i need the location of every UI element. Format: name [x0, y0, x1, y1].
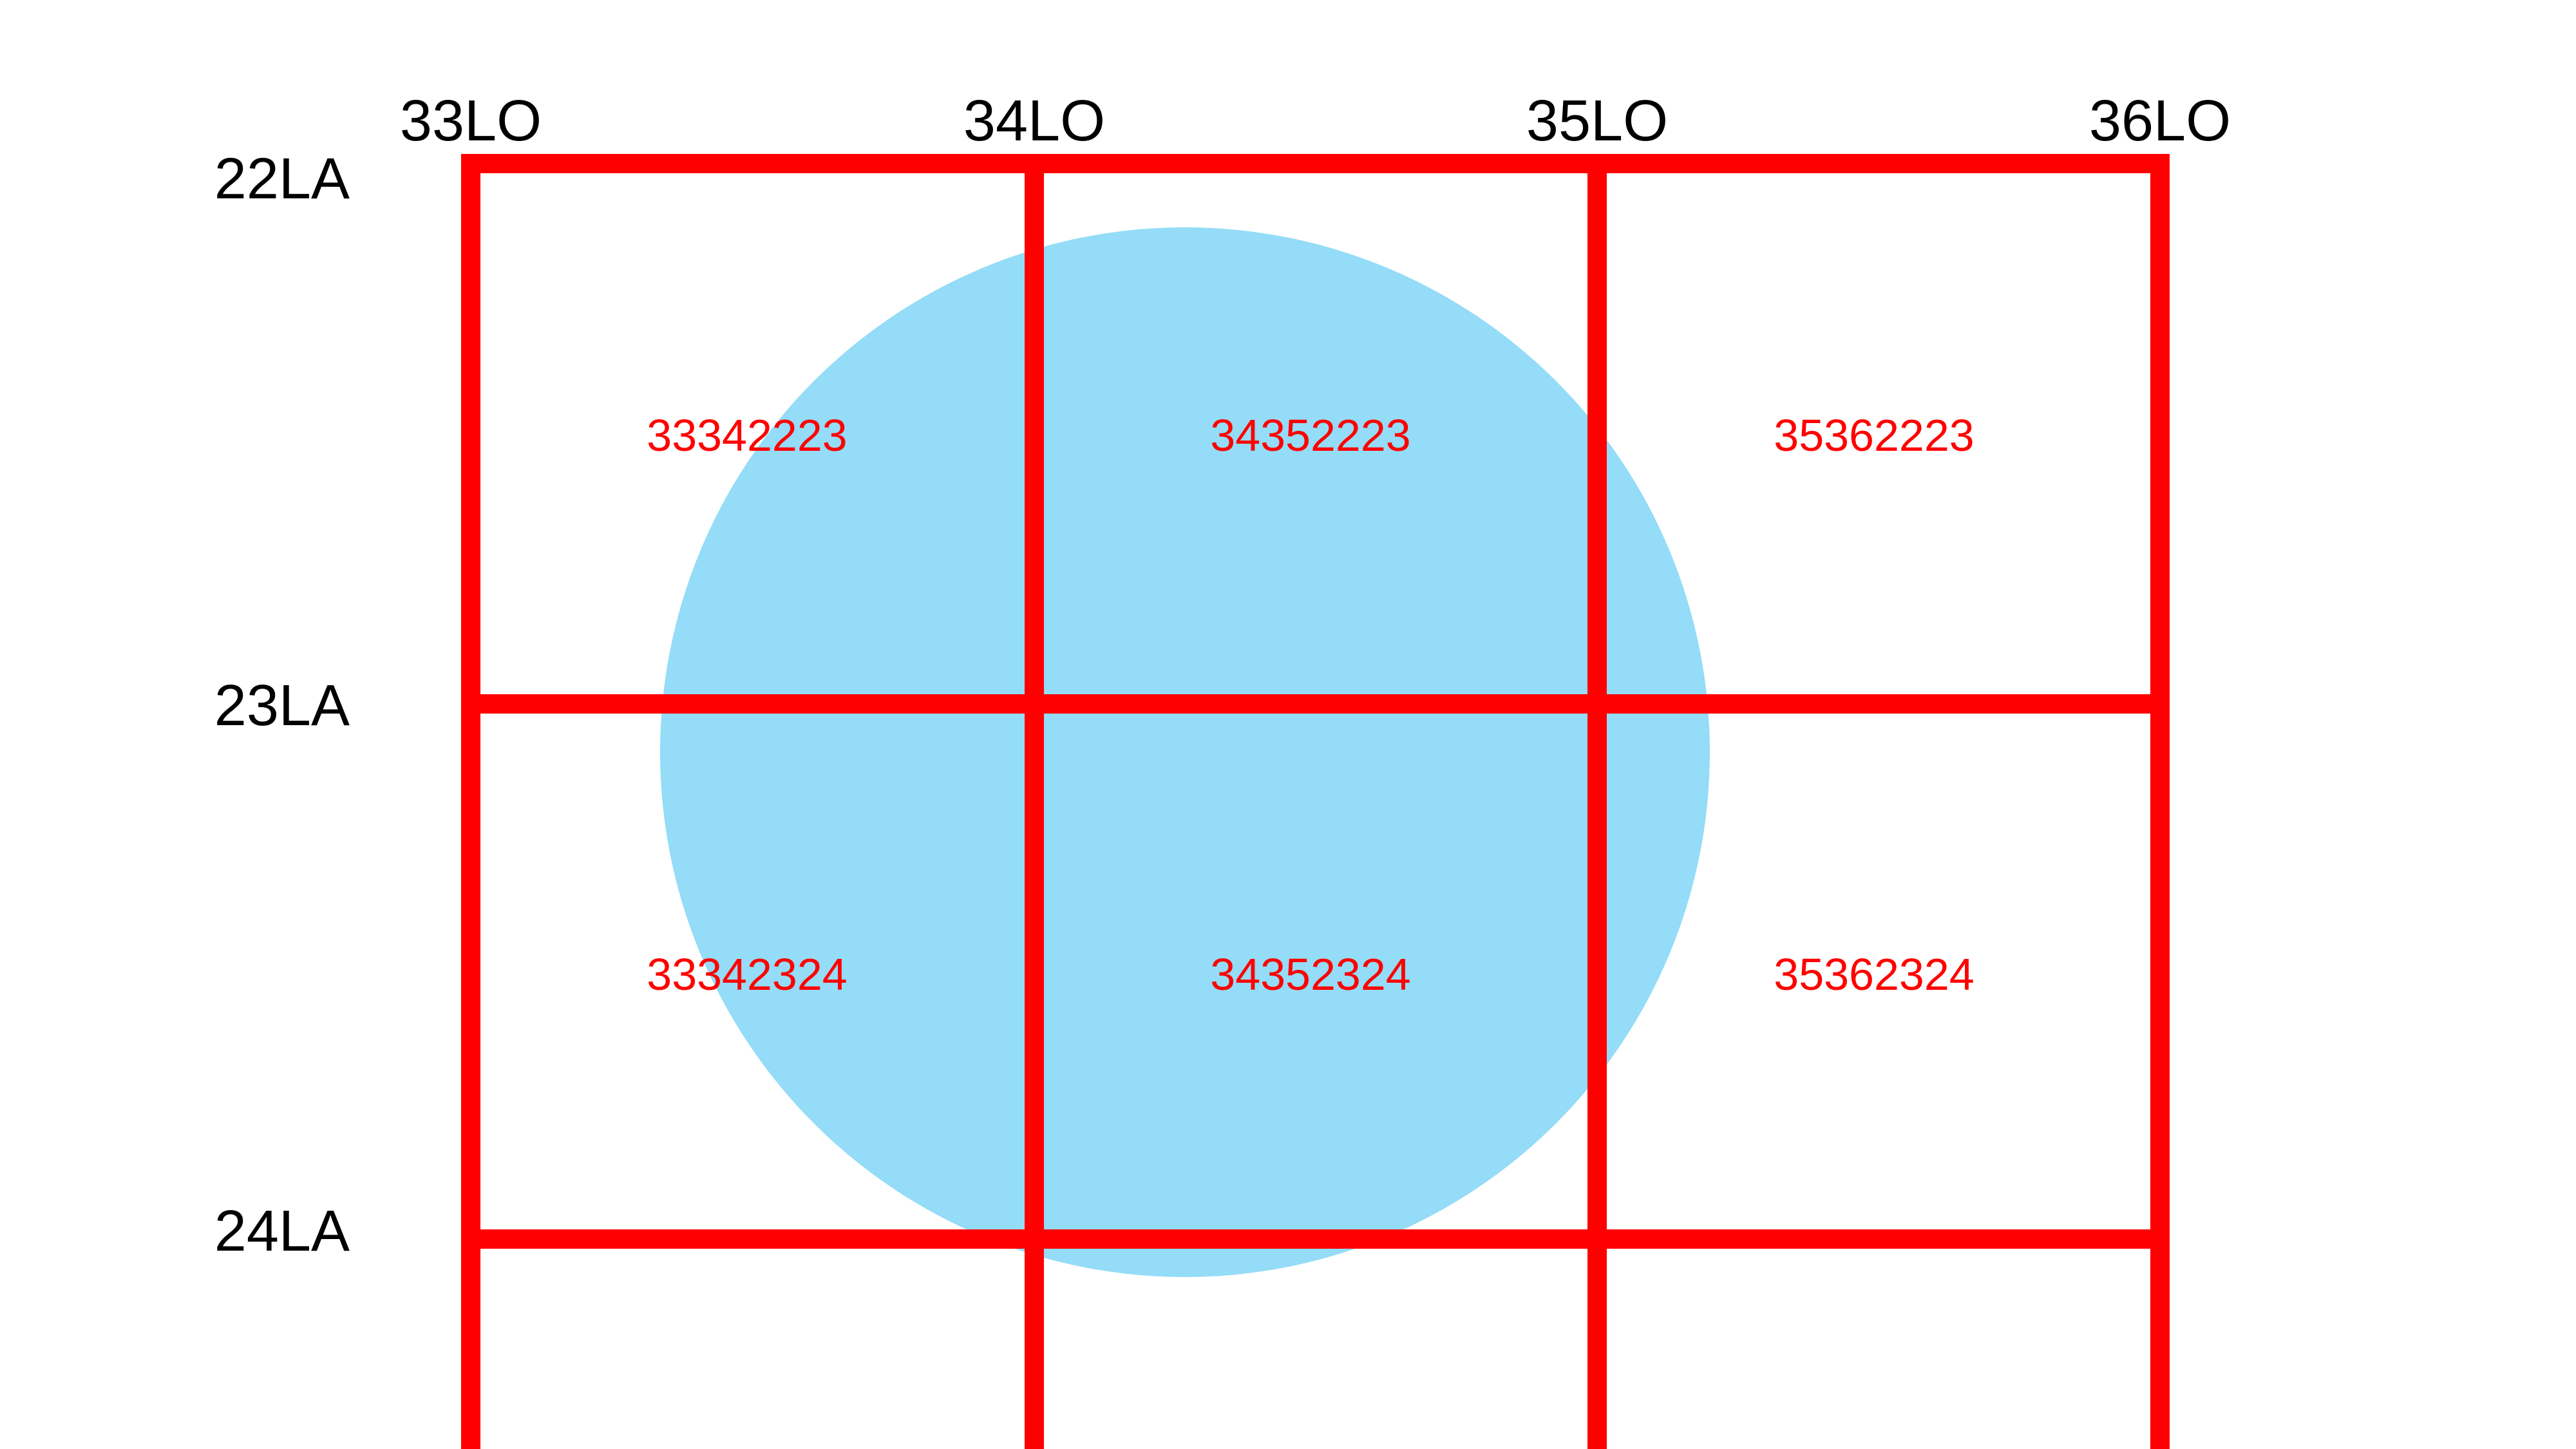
- grid-lines: [461, 154, 2170, 1449]
- latitude-label-22la: 22LA: [214, 147, 350, 211]
- cell-label: 33342223: [647, 410, 847, 460]
- longitude-label-33lo: 33LO: [400, 89, 542, 153]
- cell-label: 35362324: [1774, 949, 1974, 999]
- longitude-label-36lo: 36LO: [2089, 89, 2231, 153]
- coverage-circle: [660, 227, 1710, 1277]
- latitude-label-24la: 24LA: [214, 1199, 350, 1264]
- latitude-label-23la: 23LA: [214, 674, 350, 738]
- latitude-labels: 22LA 23LA 24LA: [214, 147, 350, 1264]
- cell-label: 34352324: [1210, 949, 1410, 999]
- cell-labels: 33342223 34352223 35362223 33342324 3435…: [647, 410, 1974, 999]
- cell-label: 34352223: [1210, 410, 1410, 460]
- cell-label: 33342324: [647, 949, 847, 999]
- longitude-labels: 33LO 34LO 35LO 36LO: [400, 89, 2231, 153]
- longitude-label-35lo: 35LO: [1526, 89, 1668, 153]
- longitude-label-34lo: 34LO: [963, 89, 1105, 153]
- cell-label: 35362223: [1774, 410, 1974, 460]
